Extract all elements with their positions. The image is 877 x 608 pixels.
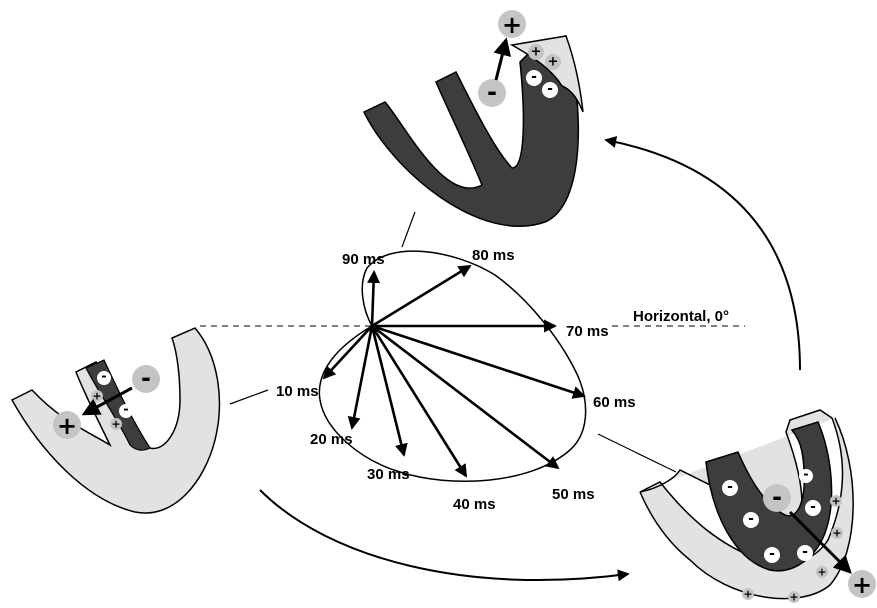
plus-sign: +: [831, 495, 840, 508]
dipole-vector-90ms: [493, 37, 512, 81]
vector-30ms: [370, 325, 408, 457]
minus-sign: -: [802, 544, 808, 560]
vector-loop: 10 ms 20 ms 30 ms 40 ms 50 ms 60 ms 70 m…: [200, 247, 745, 513]
label-30ms: 30 ms: [367, 466, 410, 483]
sequence-arrow-10-to-60: [259, 489, 630, 582]
heart-90ms: + + - - - +: [362, 10, 584, 228]
label-70ms: 70 ms: [566, 323, 609, 340]
dipole-plus: +: [57, 412, 77, 440]
connector-10ms: [229, 389, 269, 405]
minus-sign: -: [803, 468, 808, 483]
heart-60ms-depolarized: [705, 421, 833, 572]
heart-10ms: - - + + - +: [10, 327, 221, 514]
dipole-plus: +: [852, 571, 872, 599]
connector-60ms: [597, 433, 677, 473]
dipole-minus: -: [487, 78, 497, 106]
heart-90ms-charges: + + - -: [526, 44, 561, 98]
minus-sign: -: [123, 403, 128, 418]
label-80ms: 80 ms: [472, 247, 515, 264]
sequence-arrow-60-to-90: [604, 136, 801, 371]
vector-50ms: [371, 324, 560, 470]
connector-90ms: [401, 211, 416, 248]
plus-sign: +: [743, 588, 752, 601]
dipole-vector-60ms: [788, 510, 852, 574]
label-10ms: 10 ms: [276, 383, 319, 400]
plus-sign: +: [92, 390, 101, 403]
label-90ms: 90 ms: [342, 251, 385, 268]
minus-sign: -: [531, 69, 537, 85]
vector-loop-outline: [318, 250, 587, 483]
minus-sign: -: [101, 370, 106, 385]
vector-40ms: [370, 325, 468, 478]
dipole-plus: +: [502, 11, 522, 39]
label-20ms: 20 ms: [310, 431, 353, 448]
vector-20ms: [347, 325, 374, 430]
plus-sign: +: [548, 55, 559, 70]
label-40ms: 40 ms: [453, 496, 496, 513]
label-50ms: 50 ms: [552, 486, 595, 503]
label-horizontal-reference: Horizontal, 0°: [633, 308, 729, 325]
plus-sign: +: [789, 591, 798, 604]
dipole-minus: -: [772, 483, 782, 511]
heart-60ms: - - - - - - + + + + + - +: [639, 409, 876, 604]
minus-sign: -: [810, 499, 816, 515]
instantaneous-vectors: [322, 264, 586, 478]
vector-10ms: [322, 325, 373, 380]
heart-60ms-charges: - - - - - - + + + + +: [722, 468, 843, 604]
minus-sign: -: [727, 479, 733, 495]
label-60ms: 60 ms: [593, 394, 636, 411]
vector-60ms: [371, 324, 586, 399]
plus-sign: +: [832, 527, 841, 540]
heart-90ms-wall: [362, 35, 580, 228]
vector-80ms: [371, 264, 472, 328]
minus-sign: -: [748, 511, 754, 527]
vector-90ms: [367, 270, 381, 327]
plus-sign: +: [817, 566, 826, 579]
minus-sign: -: [547, 81, 553, 97]
plus-sign: +: [111, 418, 120, 431]
plus-sign: +: [531, 45, 542, 60]
dipole-minus: -: [141, 364, 151, 392]
minus-sign: -: [769, 546, 775, 562]
dipole-vector-10ms: [81, 386, 133, 416]
